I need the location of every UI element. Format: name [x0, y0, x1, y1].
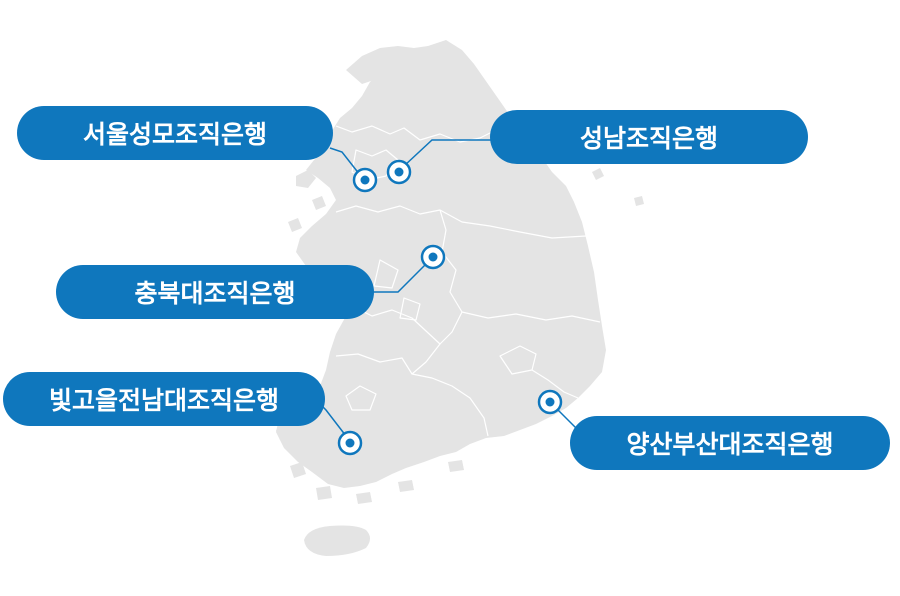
border-line — [439, 209, 463, 345]
island — [312, 196, 326, 210]
northern-region — [346, 46, 428, 84]
island — [592, 168, 604, 180]
marker-busan[interactable] — [537, 389, 563, 415]
island — [296, 170, 316, 188]
marker-jeonnam[interactable] — [337, 430, 363, 456]
label-jeonnam-tissue-bank[interactable]: 빛고을전남대조직은행 — [3, 372, 325, 426]
connector-seongnam — [403, 139, 492, 167]
island — [634, 196, 644, 206]
border-line — [345, 385, 377, 411]
label-busan-tissue-bank[interactable]: 양산부산대조직은행 — [570, 416, 890, 470]
border-line — [499, 345, 537, 375]
border-line — [373, 259, 399, 289]
label-seongnam-tissue-bank[interactable]: 성남조직은행 — [490, 110, 808, 164]
island — [288, 218, 302, 232]
label-seoul-tissue-bank[interactable]: 서울성모조직은행 — [17, 106, 333, 160]
island — [448, 460, 464, 472]
border-line — [531, 369, 579, 399]
border-line — [461, 311, 601, 323]
markers — [337, 159, 563, 456]
island — [290, 462, 306, 478]
border-line — [399, 297, 421, 321]
connector-seoul — [329, 147, 361, 176]
connector-chungbuk — [372, 261, 429, 293]
island — [276, 426, 290, 440]
border-line — [335, 353, 489, 437]
island — [398, 480, 414, 492]
marker-seongnam[interactable] — [386, 159, 412, 185]
island — [356, 492, 372, 504]
island — [316, 486, 332, 500]
marker-seoul[interactable] — [352, 167, 378, 193]
label-chungbuk-tissue-bank[interactable]: 충북대조직은행 — [56, 265, 374, 319]
jeju-island — [304, 525, 370, 556]
marker-chungbuk[interactable] — [420, 244, 446, 270]
